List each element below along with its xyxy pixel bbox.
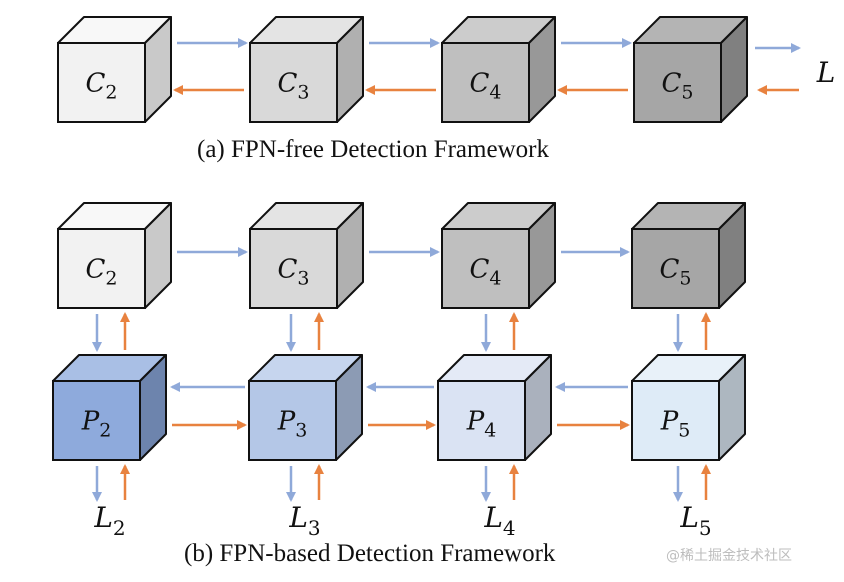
cube-b-p2: P2 bbox=[52, 354, 167, 461]
cube-label: C3 bbox=[278, 69, 310, 104]
cube-label: P5 bbox=[660, 407, 691, 442]
cube-label: C3 bbox=[278, 255, 310, 290]
loss-label-5: L5 bbox=[679, 501, 711, 540]
cube-label: C2 bbox=[86, 69, 118, 104]
cube-front-face bbox=[248, 380, 337, 461]
cube-front-face bbox=[437, 380, 526, 461]
labels-layer: L L2 L3 L4 L5 bbox=[93, 56, 835, 540]
loss-label-2: L2 bbox=[93, 501, 125, 540]
cube-front-face bbox=[52, 380, 141, 461]
cube-b-c2: C2 bbox=[57, 202, 172, 309]
watermark: @稀土掘金技术社区 bbox=[666, 548, 792, 564]
cube-b-p4: P4 bbox=[437, 354, 552, 461]
loss-label-4: L4 bbox=[483, 501, 515, 540]
caption-panel-b: (b) FPN-based Detection Framework bbox=[184, 540, 556, 567]
cube-label: P3 bbox=[277, 407, 308, 442]
cube-b-p3: P3 bbox=[248, 354, 363, 461]
cube-front-face bbox=[633, 42, 722, 123]
cube-front-face bbox=[249, 228, 338, 309]
loss-label: L bbox=[816, 56, 836, 89]
cube-b-c3: C3 bbox=[249, 202, 364, 309]
arrows-layer bbox=[92, 38, 801, 502]
cube-a-c2: C2 bbox=[57, 16, 172, 123]
cube-label: P2 bbox=[81, 407, 112, 442]
loss-label-3: L3 bbox=[288, 501, 320, 540]
cube-b-p5: P5 bbox=[631, 354, 746, 461]
cube-b-c5: C5 bbox=[631, 202, 746, 309]
caption-panel-a: (a) FPN-free Detection Framework bbox=[197, 136, 549, 163]
cube-front-face bbox=[57, 42, 146, 123]
cube-label: C4 bbox=[470, 69, 502, 104]
cube-label: C5 bbox=[660, 255, 692, 290]
cube-front-face bbox=[57, 228, 146, 309]
cube-label: P4 bbox=[466, 407, 497, 442]
cube-front-face bbox=[441, 228, 530, 309]
cube-front-face bbox=[631, 228, 720, 309]
cube-label: C2 bbox=[86, 255, 118, 290]
cube-label: C4 bbox=[470, 255, 502, 290]
cube-a-c5: C5 bbox=[633, 16, 748, 123]
cube-front-face bbox=[249, 42, 338, 123]
cube-front-face bbox=[631, 380, 720, 461]
cube-b-c4: C4 bbox=[441, 202, 556, 309]
cube-a-c4: C4 bbox=[441, 16, 556, 123]
cube-label: C5 bbox=[662, 69, 694, 104]
cube-front-face bbox=[441, 42, 530, 123]
cube-a-c3: C3 bbox=[249, 16, 364, 123]
